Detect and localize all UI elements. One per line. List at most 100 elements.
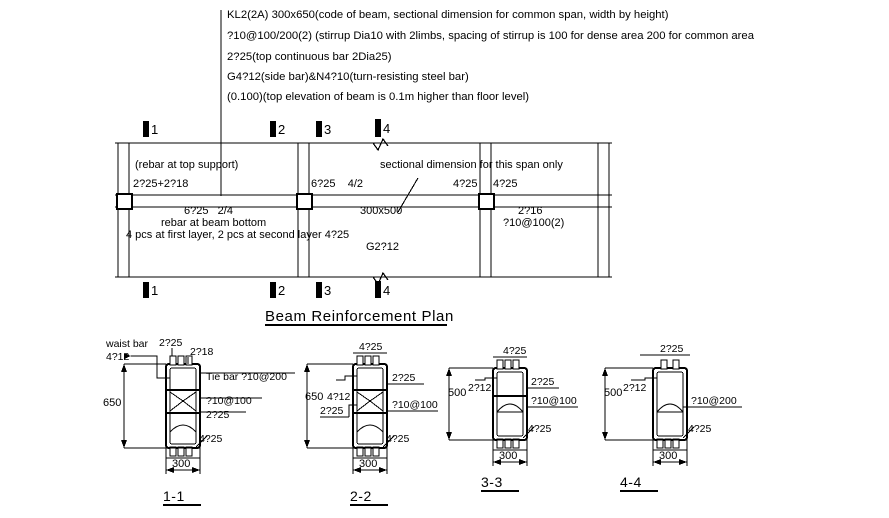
section-marker-bar-icon xyxy=(143,282,149,298)
section-beam-outline xyxy=(164,362,202,450)
section-label-text: 3-3 xyxy=(481,474,503,490)
section-width-label: 300 xyxy=(172,458,190,470)
section-support-block xyxy=(165,447,201,459)
plan-section-marker-bottom-2[interactable]: 2 xyxy=(270,282,285,298)
section-depth-dimension: 650 xyxy=(304,363,353,449)
plan-right-stirrup: ?10@100(2) xyxy=(503,217,564,229)
section-stirrup-label: ?10@200 xyxy=(691,395,737,407)
section-side-bar-leader xyxy=(475,377,497,381)
section-depth-dimension: 500 xyxy=(446,367,493,441)
section-mid-bar-left-label: 2?25 xyxy=(320,405,344,417)
section-width-dimension: 300 xyxy=(165,458,201,474)
section-bottom-bars xyxy=(356,446,380,457)
plan-right-bottom-bar: 2?16 xyxy=(518,205,542,217)
section-depth-label: 650 xyxy=(103,397,121,409)
section-side-bar-leader xyxy=(131,355,170,379)
section-stirrup-icon xyxy=(656,371,684,437)
plan-section-marker-bottom-1[interactable]: 1 xyxy=(143,282,158,298)
section-width-dimension: 300 xyxy=(652,450,688,466)
section-depth-label: 650 xyxy=(305,391,323,403)
plan-title-group: Beam Reinforcement Plan xyxy=(265,308,454,326)
plan-sectional-dim-leader xyxy=(397,177,419,213)
section-top-bars xyxy=(496,359,520,370)
plan-top-support-note: (rebar at top support) xyxy=(135,159,238,171)
section-marker-label: 2 xyxy=(278,283,285,298)
section-bottom-bar-label: 4?25 xyxy=(199,433,223,445)
plan-section-marker-top-1[interactable]: 1 xyxy=(143,121,158,137)
section-beam-outline xyxy=(351,362,389,450)
section-mid-bar-label: 2?25 xyxy=(531,376,555,388)
plan-section-marker-bottom-3[interactable]: 3 xyxy=(316,282,331,298)
plan-section-marker-top-4[interactable]: 4 xyxy=(375,119,390,137)
section-bottom-bar-leader xyxy=(682,426,695,439)
section-top-bar-label: 2?25 xyxy=(660,343,684,355)
section-bottom-bar-leader xyxy=(522,426,535,439)
section-top-bar-extra-label: 2?18 xyxy=(190,346,214,358)
section-marker-label: 1 xyxy=(151,283,158,298)
section-detail-4-4: 500 300 2?25 2?12 ?10@200 4?25 4-4 xyxy=(602,343,742,492)
section-side-bar-leader xyxy=(631,377,657,381)
legend-notes-block: KL2(2A) 300x650(code of beam, sectional … xyxy=(220,9,755,196)
plan-break-symbol-bottom xyxy=(372,271,389,286)
beam-plan: 1 2 3 4 1 2 3 4 (r xyxy=(115,119,612,298)
plan-column-node-right xyxy=(478,193,495,210)
section-label-3-3: 3-3 xyxy=(481,474,519,492)
plan-bottom-bar: 6?25 2/4 xyxy=(184,205,233,217)
section-label-2-2: 2-2 xyxy=(350,488,388,506)
plan-section-marker-top-2[interactable]: 2 xyxy=(270,121,285,137)
section-top-bar-label: 2?25 xyxy=(159,337,183,349)
plan-grid-line-far-right xyxy=(597,143,610,277)
plan-bottom-layer-note: 4 pcs at first layer, 2 pcs at second la… xyxy=(126,229,349,241)
section-stirrup-label: ?10@100 xyxy=(392,399,438,411)
section-width-label: 300 xyxy=(659,450,677,462)
section-side-bar-label: 4?12 xyxy=(327,391,351,403)
section-tie-bar-label: Tie bar ?10@200 xyxy=(206,371,287,383)
section-mid-bar-left-leader xyxy=(348,404,357,417)
section-waist-bar-title: waist bar xyxy=(105,338,149,350)
section-stirrup-icon xyxy=(169,367,197,445)
plan-side-bar-note: G2?12 xyxy=(366,241,399,253)
plan-grid-line-mid xyxy=(297,143,310,277)
section-label-text: 4-4 xyxy=(620,474,642,490)
section-mid-bar-label: 2?25 xyxy=(392,372,416,384)
section-bottom-bars xyxy=(169,446,193,457)
section-bottom-bars xyxy=(496,438,520,449)
section-bottom-bar-leader xyxy=(382,435,395,448)
page-title: Beam Reinforcement Plan xyxy=(265,308,454,325)
section-depth-label: 500 xyxy=(448,387,466,399)
section-width-label: 300 xyxy=(359,458,377,470)
section-marker-label: 1 xyxy=(151,122,158,137)
plan-grid-line-right xyxy=(479,143,492,277)
section-cross-tie-icon xyxy=(169,391,197,412)
plan-section-marker-top-3[interactable]: 3 xyxy=(316,121,331,137)
section-width-dimension: 300 xyxy=(352,458,388,474)
section-bottom-bar-label: 4?25 xyxy=(528,423,552,435)
section-bottom-bar-label: 4?25 xyxy=(386,433,410,445)
section-side-bar-label: 2?12 xyxy=(623,382,647,394)
plan-mid-top-bar: 6?25 4/2 xyxy=(311,178,363,190)
section-depth-dimension: 500 xyxy=(602,367,653,441)
section-side-bar-label: 2?12 xyxy=(468,382,492,394)
section-width-dimension: 300 xyxy=(492,450,528,466)
plan-right-top-bar-a: 4?25 xyxy=(453,178,477,190)
section-mid-bar-label: 2?25 xyxy=(206,409,230,421)
section-marker-bar-icon xyxy=(270,121,276,137)
section-marker-label: 4 xyxy=(383,283,390,298)
section-stirrup-icon xyxy=(356,367,384,445)
section-top-bars xyxy=(660,359,680,370)
section-label-4-4: 4-4 xyxy=(620,474,658,492)
section-label-text: 1-1 xyxy=(163,488,185,504)
plan-right-top-bar-b: 4?25 xyxy=(493,178,517,190)
legend-note-line-2: ?10@100/200(2) (stirrup Dia10 with 2limb… xyxy=(227,30,755,42)
section-support-block xyxy=(652,439,688,451)
legend-note-line-1: KL2(2A) 300x650(code of beam, sectional … xyxy=(227,9,669,21)
section-marker-label: 4 xyxy=(383,121,390,136)
section-depth-dimension: 650 xyxy=(103,363,166,449)
plan-section-marker-bottom-4[interactable]: 4 xyxy=(375,281,390,298)
plan-bottom-bar-note: rebar at beam bottom xyxy=(161,217,266,229)
section-cross-tie-icon xyxy=(356,391,384,412)
plan-column-node-left xyxy=(116,193,133,210)
section-lower-tie-icon xyxy=(356,424,384,433)
section-depth-label: 500 xyxy=(604,387,622,399)
